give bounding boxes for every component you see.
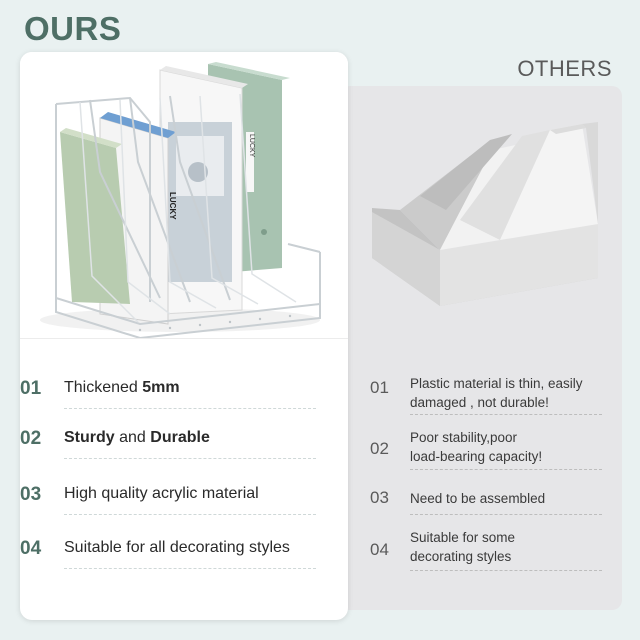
ours-item-text: Suitable for all decorating styles [64, 539, 290, 557]
others-item-text: Suitable for some decorating styles [410, 528, 602, 566]
ours-card: LUCKY LUCKY [20, 52, 348, 620]
others-item-text: Plastic material is thin, easily damaged… [410, 374, 602, 412]
others-item-line: Need to be assembled [410, 491, 546, 506]
binder-spine-label: LUCKY [248, 134, 255, 158]
ours-item-text-part: and [114, 429, 151, 446]
dashed-divider [64, 568, 316, 569]
dashed-divider [410, 414, 602, 415]
ours-item-text: High quality acrylic material [64, 485, 259, 503]
others-item-text: Need to be assembled [410, 489, 602, 508]
dashed-divider [64, 514, 316, 515]
ours-item-number: 02 [20, 428, 42, 449]
others-list-item: 02 Poor stability,poor load-bearing capa… [370, 428, 602, 484]
ours-item-text-part: Thickened [64, 379, 143, 396]
ours-list-item: 01 Thickened 5mm [20, 378, 316, 424]
others-item-line: Poor stability,poor [410, 430, 518, 445]
ours-item-text: Thickened 5mm [64, 379, 180, 397]
dashed-divider [64, 458, 316, 459]
others-list-item: 03 Need to be assembled [370, 486, 602, 542]
ours-item-text-part: Suitable for all decorating styles [64, 539, 290, 556]
others-title: OTHERS [517, 56, 612, 81]
others-item-line: Suitable for some [410, 530, 516, 545]
others-list-item: 01 Plastic material is thin, easily dama… [370, 374, 602, 430]
ours-list-item: 02 Sturdy and Durable [20, 428, 316, 474]
ours-list-item: 04 Suitable for all decorating styles [20, 538, 316, 584]
others-plastic-organizer-image [372, 122, 598, 306]
ours-item-number: 03 [20, 484, 42, 505]
ours-list-item: 03 High quality acrylic material [20, 484, 316, 530]
others-item-line: decorating styles [410, 549, 512, 564]
ours-item-text: Sturdy and Durable [64, 429, 210, 447]
ours-item-text-bold: 5mm [142, 379, 180, 396]
dashed-divider [410, 469, 602, 470]
ours-item-number: 04 [20, 538, 42, 559]
others-list-item: 04 Suitable for some decorating styles [370, 528, 602, 584]
others-item-line: damaged , not durable! [410, 395, 549, 410]
others-item-number: 03 [370, 488, 389, 507]
dashed-divider [410, 570, 602, 571]
others-item-text: Poor stability,poor load-bearing capacit… [410, 428, 602, 466]
ours-item-text-part: High quality acrylic material [64, 485, 259, 502]
ours-item-number: 01 [20, 378, 42, 399]
ours-title: OURS [24, 10, 122, 47]
ours-acrylic-organizer-image: LUCKY LUCKY [20, 52, 348, 338]
photo-divider [20, 338, 348, 339]
dashed-divider [410, 514, 602, 515]
book-spine-label: LUCKY [168, 192, 177, 220]
others-item-number: 01 [370, 378, 389, 397]
others-item-number: 04 [370, 540, 389, 559]
others-item-line: Plastic material is thin, easily [410, 376, 583, 391]
others-item-number: 02 [370, 439, 389, 458]
dashed-divider [64, 408, 316, 409]
others-item-line: load-bearing capacity! [410, 449, 543, 464]
ours-item-text-bold: Sturdy [64, 429, 115, 446]
ours-item-text-bold: Durable [150, 429, 210, 446]
